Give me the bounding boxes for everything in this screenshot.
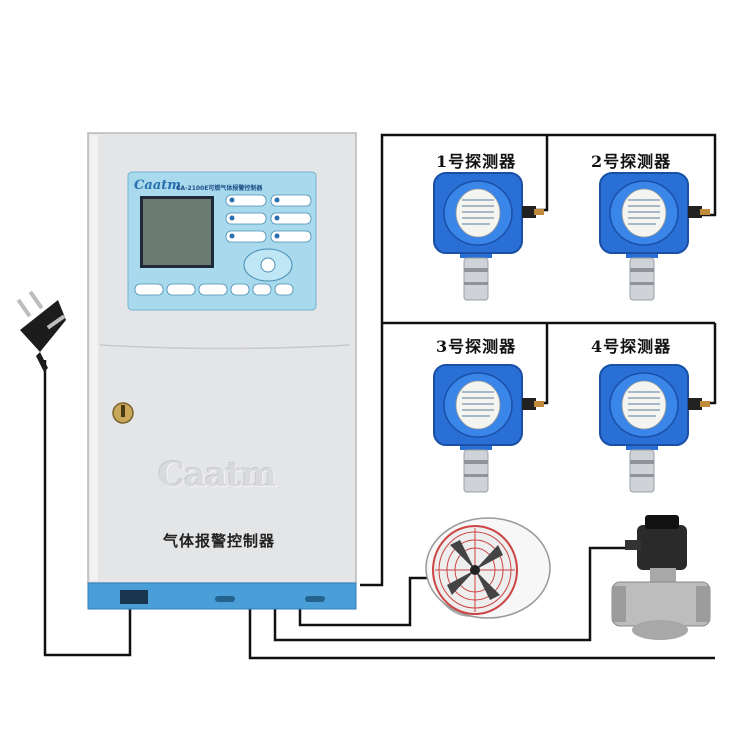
- detector-4-label: 4号探测器: [591, 337, 672, 356]
- controller-brand: Caatm: [134, 178, 181, 193]
- wiring: [43, 133, 717, 660]
- detector-1-icon: [433, 172, 545, 301]
- front-panel: [127, 171, 317, 311]
- controller-model-line: CA-2100E可燃气体报警控制器: [176, 185, 263, 192]
- controller-watermark: Caatm: [158, 455, 277, 495]
- detector-1-label: 1号探测器: [436, 152, 517, 171]
- controller-title: 气体报警控制器: [163, 532, 276, 550]
- detector-3-icon: [433, 364, 545, 493]
- exhaust-fan-icon: [425, 517, 551, 619]
- detector-2-icon: [599, 172, 711, 301]
- wire-bus-top: [360, 133, 717, 587]
- detector-3-label: 3号探测器: [436, 337, 517, 356]
- detector-2-label: 2号探测器: [591, 152, 672, 171]
- plug-icon: [16, 290, 66, 372]
- detector-4-icon: [599, 364, 711, 493]
- solenoid-valve-icon: [611, 515, 711, 640]
